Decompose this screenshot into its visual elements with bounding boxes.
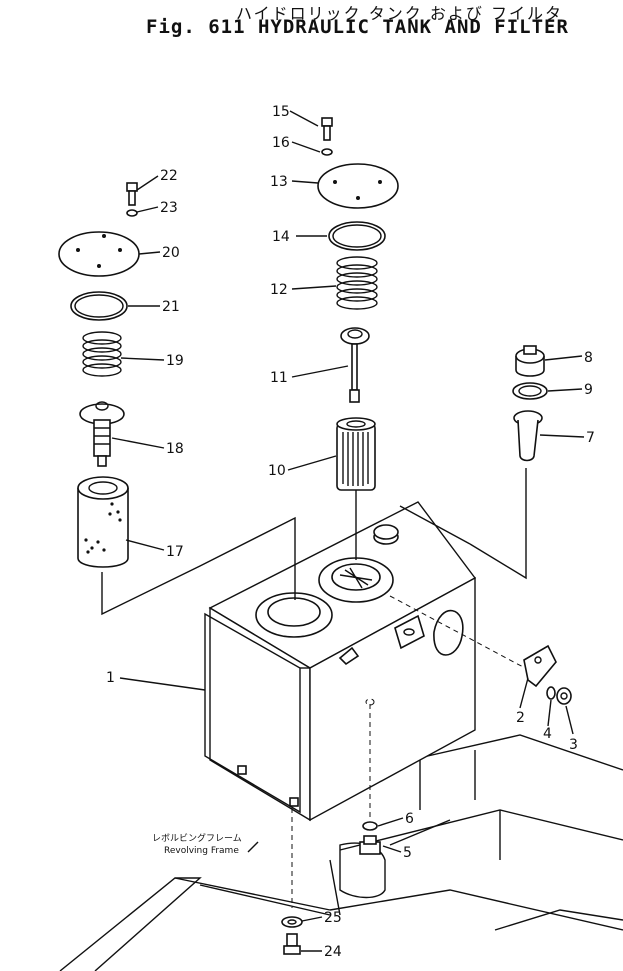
callout-18: 18 — [166, 441, 184, 457]
callout-19: 19 — [166, 353, 184, 369]
leader-lines — [111, 110, 585, 952]
callout-2: 2 — [516, 710, 525, 726]
callout-8: 8 — [584, 350, 593, 366]
callout-23: 23 — [160, 200, 178, 216]
callout-22: 22 — [160, 168, 178, 184]
callout-13: 13 — [270, 174, 288, 190]
drain-group — [359, 704, 381, 855]
revolving-frame-label-en: Revolving Frame — [164, 846, 239, 856]
callout-17: 17 — [166, 544, 184, 560]
callout-21: 21 — [162, 299, 180, 315]
callout-4: 4 — [543, 726, 552, 742]
callout-25: 25 — [324, 910, 342, 926]
callout-12: 12 — [270, 282, 288, 298]
callout-15: 15 — [272, 104, 290, 120]
callout-3: 3 — [569, 737, 578, 753]
callout-16: 16 — [272, 135, 290, 151]
callout-9: 9 — [584, 382, 593, 398]
title-english: Fig. 611 HYDRAULIC TANK AND FILTER — [146, 16, 569, 38]
revolving-frame-label-jp: レボルビングフレーム — [152, 832, 242, 844]
callout-5: 5 — [403, 845, 412, 861]
revolving-frame-structure — [59, 734, 623, 971]
bracket-group — [389, 595, 572, 705]
callout-20: 20 — [162, 245, 180, 261]
callout-7: 7 — [586, 430, 595, 446]
callout-numbers: 1 2 3 4 5 6 7 8 9 10 11 12 13 14 15 16 1… — [106, 104, 595, 960]
title-japanese: ハイドロリック タンク および フイルタ — [236, 4, 563, 23]
callout-11: 11 — [270, 370, 288, 386]
callout-14: 14 — [272, 229, 290, 245]
callout-10: 10 — [268, 463, 286, 479]
callout-24: 24 — [324, 944, 342, 960]
right-breather-stack — [399, 345, 548, 580]
bottom-bolt-group — [281, 808, 303, 955]
center-filter-stack — [317, 117, 399, 560]
callout-6: 6 — [405, 811, 414, 827]
left-filter-stack — [58, 182, 296, 616]
callout-1: 1 — [106, 670, 115, 686]
hydraulic-tank — [204, 501, 477, 822]
